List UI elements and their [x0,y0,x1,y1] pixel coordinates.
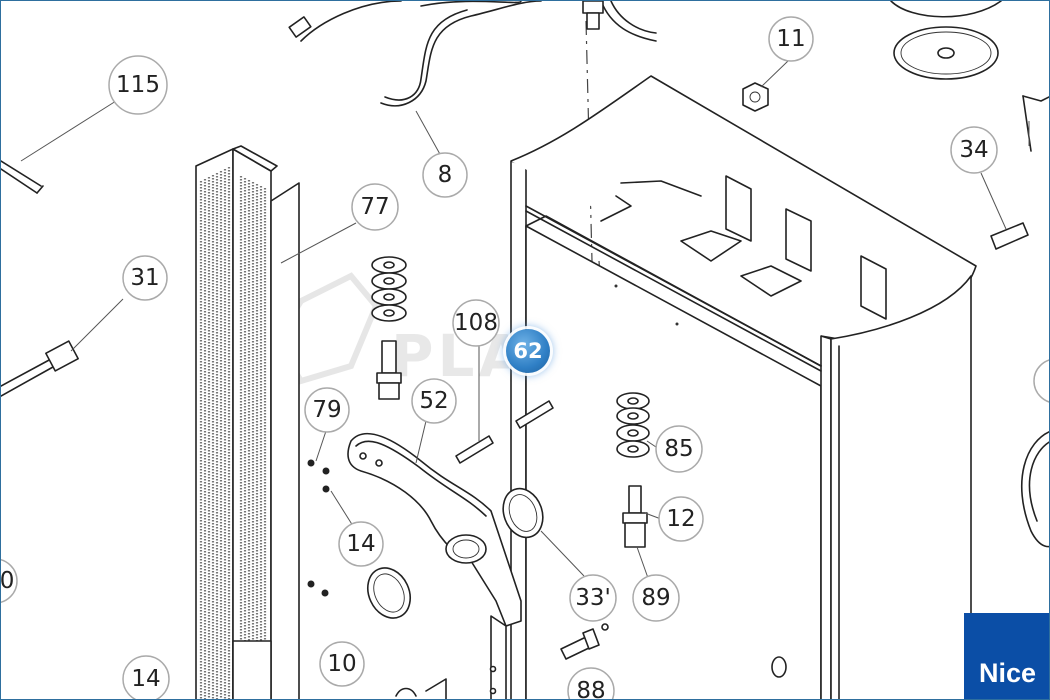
callout-79: 79 [304,387,350,433]
part-hotspot-62[interactable]: 62 [506,329,550,373]
connector-part [1,340,79,397]
callout-11: 11 [768,16,814,62]
wire-part [288,1,657,107]
callout-label: 79 [312,397,341,423]
callout-label: 85 [664,436,693,462]
callout-partial-right [1033,359,1049,403]
callout-label: 77 [360,194,389,220]
callout-label: 14 [346,531,375,557]
callout-label: 31 [130,265,159,291]
callout-88: 88 [567,667,615,700]
callout-10: 10 [319,641,365,687]
callout-label: 14 [131,666,160,692]
callout-label: 0 [1,568,14,594]
washer-part [890,1,1002,80]
washer-stack-right [616,392,650,458]
callout-77: 77 [351,183,399,231]
callout-14-upper: 14 [338,521,384,567]
callout-108: 108 [452,299,500,347]
lever-arm [347,432,522,699]
callout-label: 52 [419,388,448,414]
callout-8: 8 [422,152,468,198]
callout-89: 89 [632,574,680,622]
callout-0: 0 [1,559,18,603]
callout-31: 31 [122,255,168,301]
callout-label: 89 [641,585,670,611]
callout-34: 34 [950,126,998,174]
leader-lines [20,60,1030,579]
callout-12: 12 [658,496,704,542]
callout-33: 33' [569,574,617,622]
rack-rail [195,145,300,699]
callout-label: 33' [575,585,611,611]
brand-logo-text: Nice [978,658,1037,688]
callout-label: 12 [666,506,695,532]
callout-85: 85 [655,425,703,473]
callout-14-lower: 14 [122,655,170,699]
callout-label: 34 [959,137,988,163]
callout-52: 52 [411,378,457,424]
callout-115: 115 [108,55,168,115]
callout-label: 8 [438,162,453,188]
callout-label: 10 [327,651,356,677]
brand-logo: Nice [964,613,1049,699]
washer-stack [371,256,407,322]
callout-label: 11 [776,26,805,52]
callout-label: 108 [454,310,498,336]
callout-label: 115 [116,72,160,98]
callout-label: 88 [576,678,605,700]
